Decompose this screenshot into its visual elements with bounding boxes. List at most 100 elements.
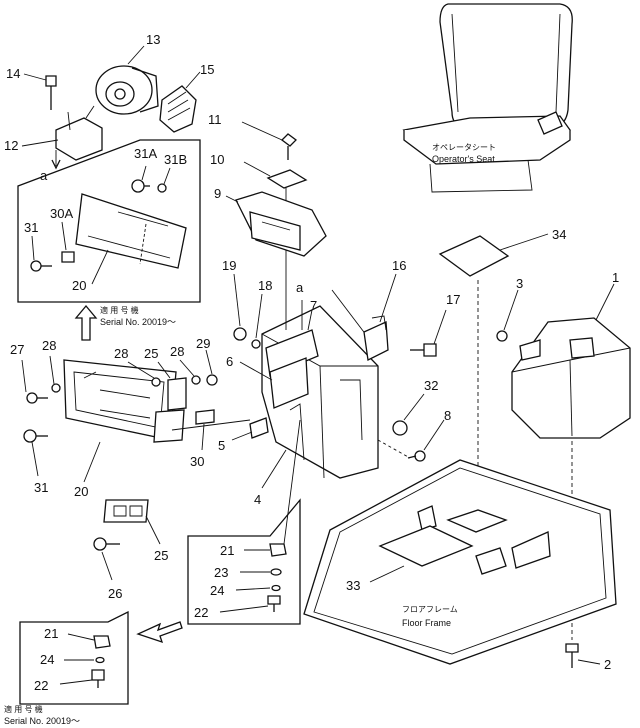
part-32-grommet bbox=[392, 420, 408, 436]
part-14-label: 14 bbox=[6, 66, 20, 81]
part-21-clip-bottom bbox=[93, 635, 111, 649]
fastener-detail-box bbox=[187, 498, 301, 625]
part-16-label: 16 bbox=[392, 258, 406, 273]
part-21-bottom-label: 21 bbox=[44, 626, 58, 641]
down-left-arrow-icon bbox=[136, 621, 183, 644]
floor-frame-jp-label: フロアフレーム bbox=[402, 605, 458, 614]
part-28-a-label: 28 bbox=[42, 338, 56, 353]
part-23-label: 23 bbox=[214, 565, 228, 580]
part-26-screw bbox=[93, 537, 120, 551]
part-5-label: 5 bbox=[218, 438, 225, 453]
part-30-label: 30 bbox=[190, 454, 204, 469]
part-31B-label: 31B bbox=[164, 152, 187, 167]
part-20-top-label: 20 bbox=[72, 278, 86, 293]
part-19-label: 19 bbox=[222, 258, 236, 273]
part-15-label: 15 bbox=[200, 62, 214, 77]
part-28-b-label: 28 bbox=[114, 346, 128, 361]
a-lower-label: a bbox=[296, 280, 304, 295]
part-7-label: 7 bbox=[310, 298, 317, 313]
part-33-label: 33 bbox=[346, 578, 360, 593]
part-11-wingnut bbox=[281, 133, 297, 160]
floor-frame-en-label: Floor Frame bbox=[402, 618, 451, 628]
part-24-bottom-label: 24 bbox=[40, 652, 54, 667]
part-1-cover bbox=[511, 317, 631, 439]
part-29-nut bbox=[206, 374, 218, 386]
part-33-block bbox=[475, 547, 507, 575]
part-28-washer-a bbox=[51, 383, 61, 393]
serial-box-en-label: Serial No. 20019～ bbox=[100, 317, 176, 327]
part-31-screw-top bbox=[30, 260, 52, 272]
part-32-label: 32 bbox=[424, 378, 438, 393]
operator-seat-en-label: Operator's Seat bbox=[432, 154, 495, 164]
part-26-label: 26 bbox=[108, 586, 122, 601]
serial-bottom-en-label: Serial No. 20019～ bbox=[4, 716, 80, 726]
part-24-washer-box bbox=[271, 584, 281, 592]
part-34-mat bbox=[438, 235, 510, 277]
part-20-panel-top bbox=[75, 193, 187, 269]
part-28-c-label: 28 bbox=[170, 344, 184, 359]
part-9-display-hood bbox=[235, 191, 327, 257]
part-22-screw-box bbox=[267, 595, 281, 612]
part-6-label: 6 bbox=[226, 354, 233, 369]
part-4-console bbox=[261, 289, 379, 479]
part-30A-label: 30A bbox=[50, 206, 73, 221]
part-2-label: 2 bbox=[604, 657, 611, 672]
part-19-nut bbox=[233, 327, 247, 341]
part-22-box-label: 22 bbox=[194, 605, 208, 620]
part-11-label: 11 bbox=[208, 112, 222, 127]
part-25-bottom-label: 25 bbox=[154, 548, 168, 563]
part-31A-knob bbox=[131, 179, 150, 193]
part-18-label: 18 bbox=[258, 278, 272, 293]
operator-seat bbox=[402, 3, 573, 193]
part-31-top-label: 31 bbox=[24, 220, 38, 235]
part-8-label: 8 bbox=[444, 408, 451, 423]
part-17-label: 17 bbox=[446, 292, 460, 307]
part-25-switch-plate-top bbox=[167, 377, 187, 411]
serial-detail-box bbox=[17, 139, 201, 303]
part-1-label: 1 bbox=[612, 270, 619, 285]
part-30-plate bbox=[195, 409, 215, 425]
part-14-bolt bbox=[45, 75, 57, 110]
part-10-plate bbox=[266, 169, 308, 189]
part-17-bolt bbox=[410, 343, 437, 357]
part-23-washer bbox=[270, 568, 282, 576]
part-24-washer-bottom bbox=[95, 656, 105, 664]
part-25-switch-plate-bottom bbox=[103, 499, 149, 523]
part-24-box-label: 24 bbox=[210, 583, 224, 598]
part-31-screw-left bbox=[23, 429, 48, 443]
part-20-left-label: 20 bbox=[74, 484, 88, 499]
part-12-bracket bbox=[55, 105, 103, 161]
floor-frame bbox=[303, 459, 617, 665]
part-31-left-label: 31 bbox=[34, 480, 48, 495]
part-15-cap bbox=[159, 85, 197, 133]
part-10-label: 10 bbox=[210, 152, 224, 167]
part-2-bolt bbox=[565, 643, 579, 668]
part-4-label: 4 bbox=[254, 492, 261, 507]
part-31A-label: 31A bbox=[134, 146, 157, 161]
part-22-bottom-label: 22 bbox=[34, 678, 48, 693]
part-31B-washer bbox=[157, 183, 167, 193]
operator-seat-jp-label: オペレータシート bbox=[432, 143, 496, 152]
part-13-label: 13 bbox=[146, 32, 160, 47]
part-6-panel bbox=[269, 357, 309, 409]
part-22-screw-bottom bbox=[91, 669, 105, 688]
part-33-mat bbox=[378, 525, 474, 567]
part-9-label: 9 bbox=[214, 186, 221, 201]
part-29-label: 29 bbox=[196, 336, 210, 351]
part-3-label: 3 bbox=[516, 276, 523, 291]
part-34-label: 34 bbox=[552, 227, 566, 242]
part-27-screw bbox=[26, 392, 48, 404]
part-3-grommet bbox=[496, 330, 508, 342]
serial-bottom-jp-label: 適 用 号 機 bbox=[4, 704, 43, 714]
up-arrow-icon bbox=[74, 304, 98, 341]
serial-box-jp-label: 適 用 号 機 bbox=[100, 305, 139, 315]
part-21-box-label: 21 bbox=[220, 543, 234, 558]
part-28-washer-c bbox=[191, 375, 201, 385]
a-upper-label: a bbox=[40, 168, 48, 183]
part-5-switch bbox=[249, 417, 269, 439]
serial-fastener-detail-box bbox=[19, 610, 129, 705]
part-27-label: 27 bbox=[10, 342, 24, 357]
part-25-switch-plate-mid bbox=[153, 409, 185, 443]
part-12-label: 12 bbox=[4, 138, 18, 153]
